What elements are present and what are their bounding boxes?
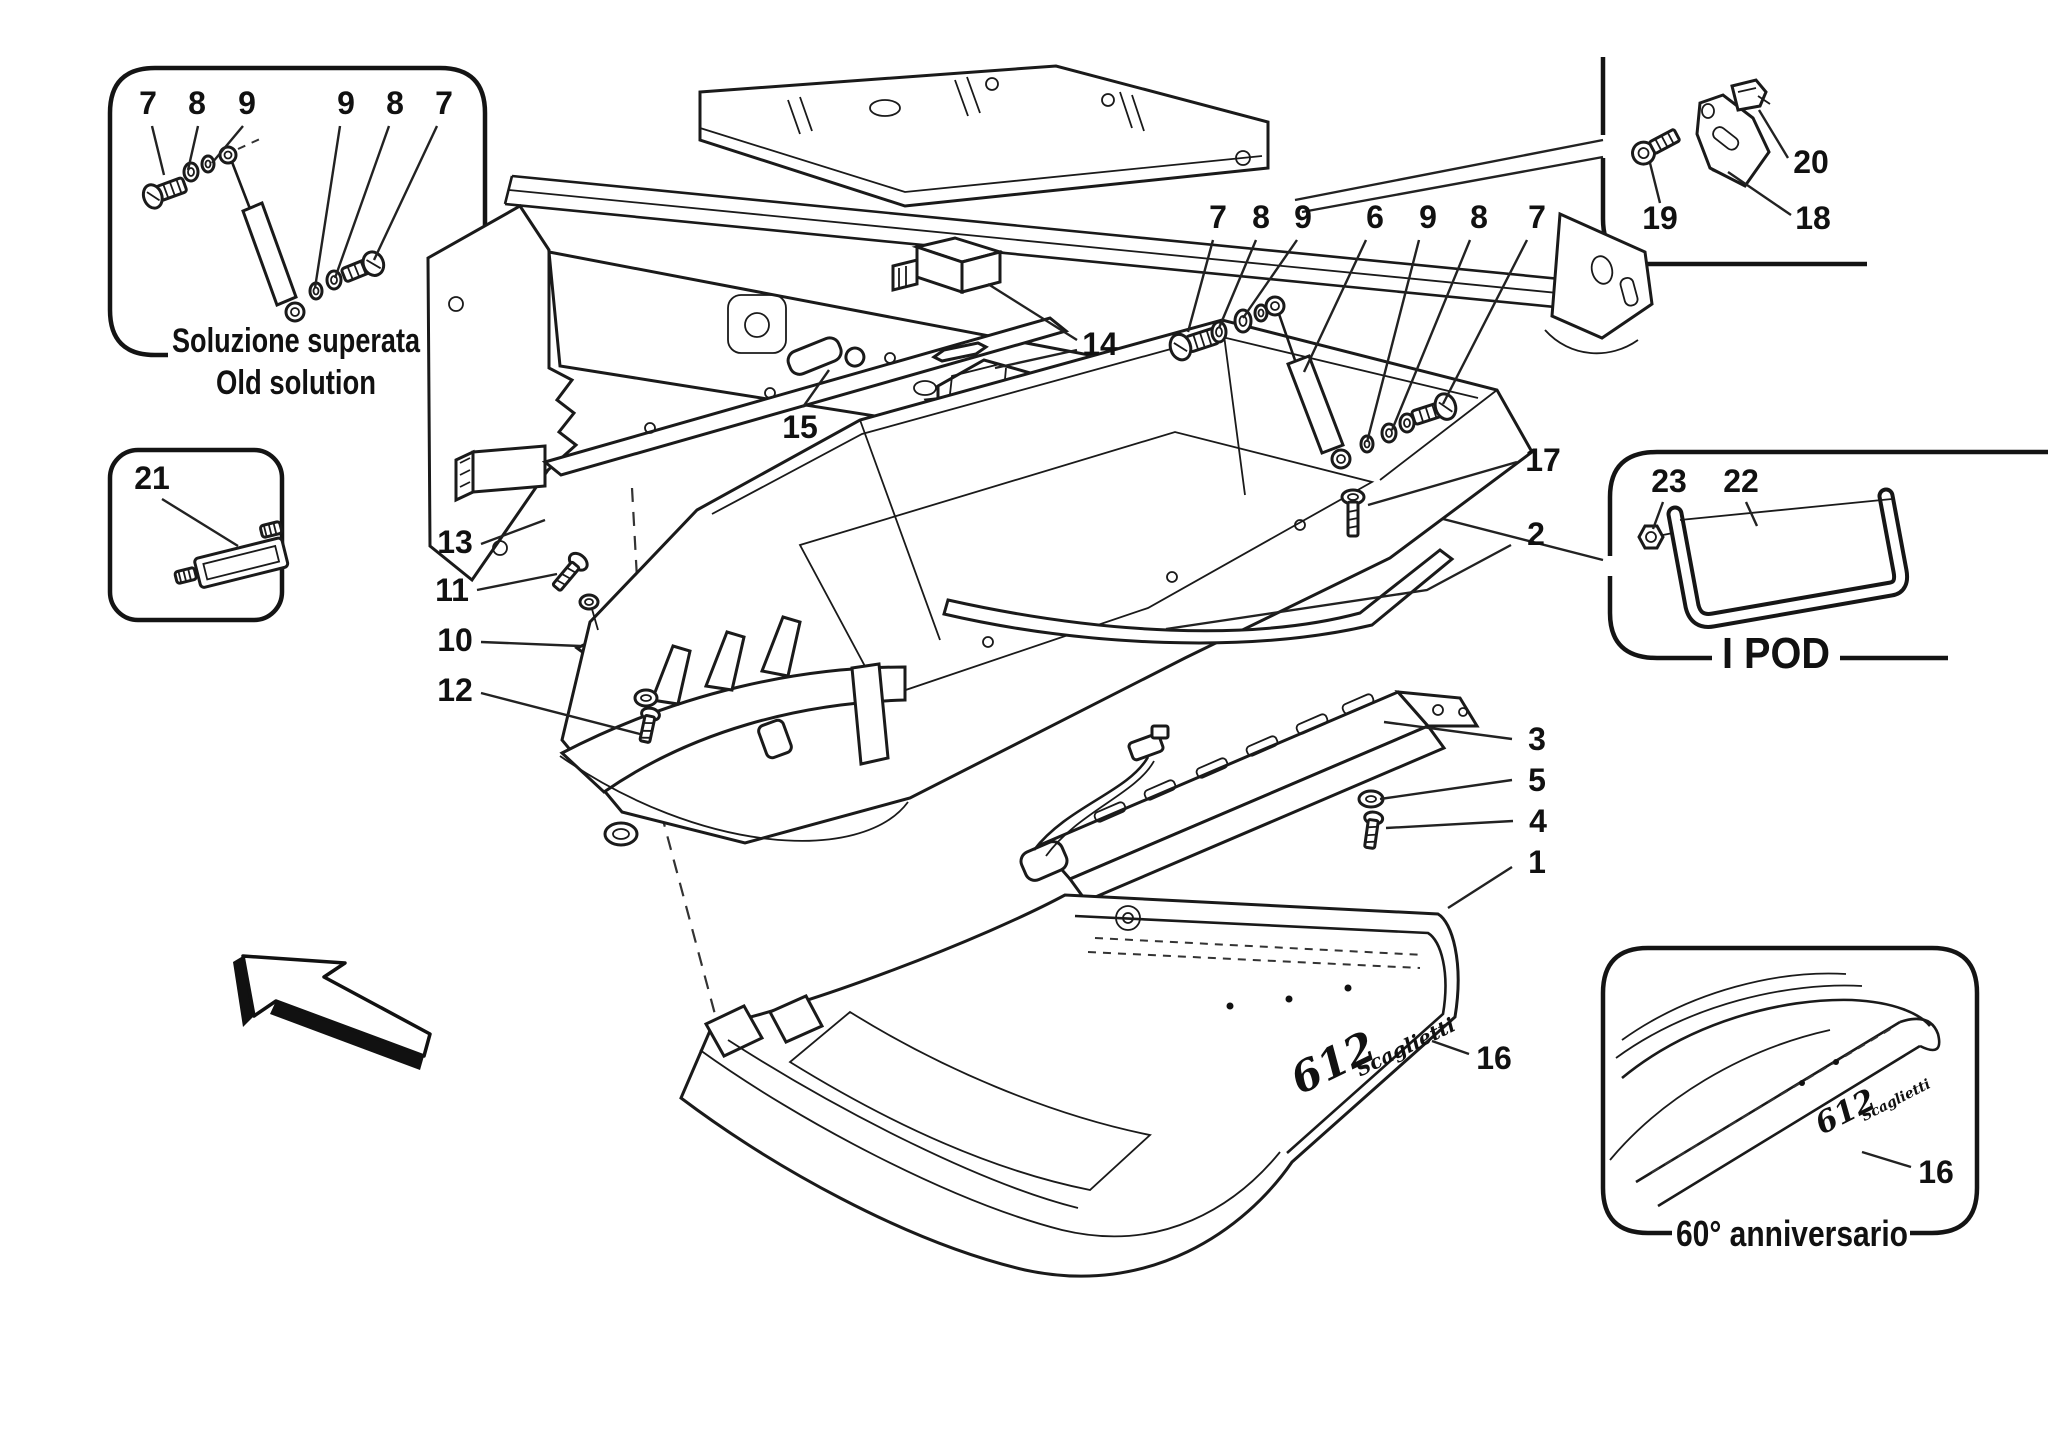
leader-line-13 — [480, 518, 546, 546]
latch-mechanism — [1019, 690, 1480, 903]
callout-21: 21 — [134, 460, 170, 496]
leader-line-11 — [476, 572, 558, 592]
leader-line-10 — [480, 640, 581, 648]
leader-line-7 — [1186, 239, 1215, 333]
leader-line-19 — [1648, 162, 1662, 204]
callout-20: 20 — [1793, 144, 1829, 180]
callout-7: 7 — [1209, 199, 1227, 235]
old-solution-strut — [141, 137, 386, 323]
leader-line-5 — [1379, 778, 1513, 801]
callout-1: 1 — [1528, 844, 1546, 880]
callout-3: 3 — [1528, 721, 1546, 757]
anniversario-box — [1600, 945, 1980, 1236]
leader-line-17 — [1367, 460, 1518, 507]
callout-4: 4 — [1529, 803, 1547, 839]
caption-ipod: I POD — [1722, 629, 1830, 678]
callout-10: 10 — [437, 622, 473, 658]
washer-bolt-12 — [633, 688, 661, 744]
leader-line-14 — [994, 348, 1078, 370]
callout-8: 8 — [1470, 199, 1488, 235]
bolt-11-washer — [551, 551, 600, 631]
callout-8: 8 — [188, 85, 206, 121]
callout-8: 8 — [1252, 199, 1270, 235]
leader-line-2 — [1165, 543, 1512, 631]
reference-line-bracket-bottom — [1301, 155, 1604, 214]
callout-15: 15 — [782, 409, 818, 445]
ipod-box — [1607, 449, 2048, 661]
leader-line-9 — [211, 125, 244, 164]
alignment-dash-2 — [653, 789, 726, 1049]
callout-7: 7 — [139, 85, 157, 121]
callout-19: 19 — [1642, 200, 1678, 236]
callout-18: 18 — [1795, 200, 1831, 236]
leader-line-4 — [1385, 819, 1514, 830]
callout-7: 7 — [435, 85, 453, 121]
callout-11: 11 — [435, 572, 469, 608]
callout-16: 16 — [1918, 1154, 1954, 1190]
leader-line-6 — [1302, 239, 1368, 373]
leader-line-8 — [333, 125, 391, 279]
ipod-bracket-group — [1637, 487, 1910, 629]
caption-old-solution-it: Soluzione superata — [172, 322, 421, 360]
plunger-switch — [786, 336, 866, 376]
washer-5-bolt-4 — [1357, 789, 1385, 850]
leader-line-8 — [1390, 239, 1472, 431]
direction-arrow — [233, 954, 432, 1070]
caption-old-solution-en: Old solution — [216, 364, 376, 402]
leader-line-20 — [1757, 109, 1790, 159]
leader-line-16 — [1861, 1150, 1912, 1169]
callout-12: 12 — [437, 672, 473, 708]
callout-9: 9 — [238, 85, 256, 121]
leader-line-1 — [1447, 865, 1513, 910]
callout-6: 6 — [1366, 199, 1384, 235]
callout-16: 16 — [1476, 1040, 1512, 1076]
lid-inner-frame — [942, 548, 1455, 645]
anniversario-lid-detail: 612 Scaglietti — [1609, 972, 1941, 1208]
callout-2: 2 — [1527, 516, 1545, 552]
caption-anniversario: 60° anniversario — [1676, 1213, 1908, 1254]
callout-14: 14 — [1082, 326, 1118, 362]
leader-line-12 — [480, 691, 641, 736]
leader-line-21 — [161, 497, 239, 548]
leader-line-14 — [987, 282, 1078, 342]
gas-strut-fasteners — [1168, 295, 1458, 470]
leader-line-7 — [150, 125, 166, 176]
leader-line-8 — [1217, 239, 1258, 329]
leader-line-9 — [313, 125, 342, 289]
callout-8: 8 — [386, 85, 404, 121]
callout-23: 23 — [1651, 463, 1687, 499]
leader-line-9 — [1365, 239, 1421, 443]
leader-line-16 — [1431, 1039, 1470, 1056]
leader-line-8 — [186, 125, 200, 171]
part21-box — [107, 447, 285, 623]
screw-17 — [1340, 488, 1366, 538]
leader-line-23 — [1651, 501, 1665, 530]
callout-13: 13 — [437, 524, 473, 560]
callout-9: 9 — [337, 85, 355, 121]
leader-line-7 — [1441, 239, 1529, 405]
callout-5: 5 — [1528, 762, 1546, 798]
reference-line-bracket-top — [1294, 138, 1604, 202]
bracket-group — [1631, 78, 1771, 188]
callout-22: 22 — [1723, 463, 1759, 499]
leader-line-18 — [1727, 171, 1792, 216]
leader-line-15 — [802, 369, 830, 408]
callout-9: 9 — [1419, 199, 1437, 235]
badge-612-scaglietti-small: 612 Scaglietti — [1810, 1076, 1934, 1142]
callout-17: 17 — [1525, 442, 1561, 478]
callout-7: 7 — [1528, 199, 1546, 235]
leader-line-9 — [1242, 239, 1298, 319]
leader-line-22 — [1744, 501, 1759, 527]
glovebox-lid: 612 Scaglietti — [559, 615, 1460, 1278]
leader-line-7 — [372, 125, 439, 261]
leader-line-3 — [1383, 720, 1513, 741]
lamp-lens-21 — [173, 520, 290, 589]
callout-9: 9 — [1294, 199, 1312, 235]
